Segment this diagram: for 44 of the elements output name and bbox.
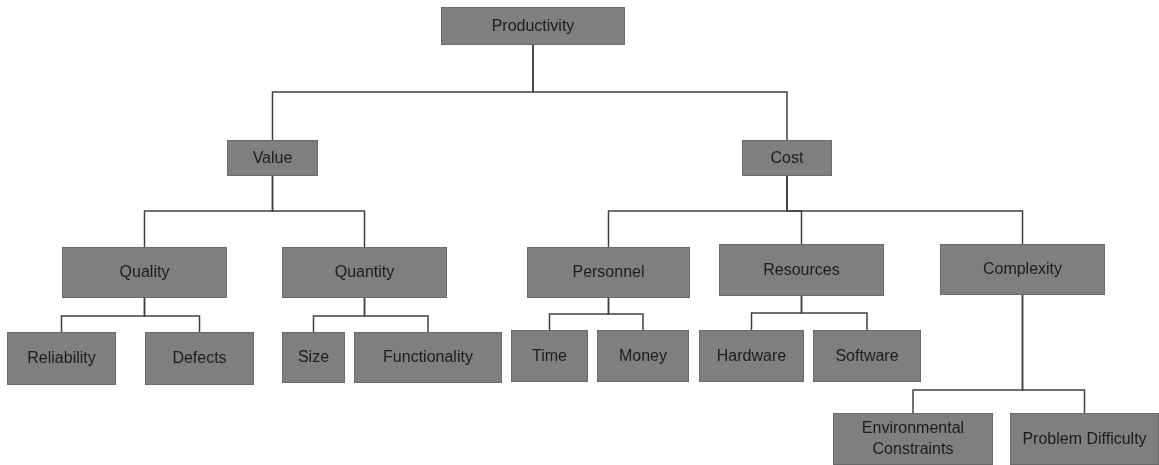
connector-line — [607, 297, 644, 331]
node-box — [699, 330, 804, 382]
node-label: Software — [835, 345, 899, 366]
node-label: Hardware — [716, 345, 787, 366]
node-label: Time — [532, 345, 567, 366]
node-box — [282, 247, 447, 298]
node-label: Productivity — [491, 15, 575, 36]
node-box — [940, 244, 1105, 295]
node-box — [227, 140, 318, 176]
connector-line — [1021, 294, 1086, 414]
node-label: Functionality — [383, 347, 473, 368]
node-label: Money — [619, 345, 667, 366]
node-label: Quantity — [334, 262, 395, 283]
connector-line — [271, 175, 366, 248]
node-box — [813, 330, 921, 382]
node-label: Size — [297, 347, 330, 368]
node-box — [1010, 413, 1159, 465]
node-label: Environmental Constraints — [860, 418, 966, 459]
node-box — [527, 247, 690, 298]
node-label: Problem Difficulty — [1022, 428, 1147, 449]
connector-line — [363, 297, 429, 333]
node-box — [833, 413, 993, 465]
node-box — [742, 140, 832, 176]
node-box — [282, 332, 345, 383]
node-label: Resources — [763, 259, 840, 280]
connector-line — [800, 295, 868, 331]
node-box — [145, 332, 254, 385]
node-label: Defects — [172, 348, 227, 369]
node-box — [7, 332, 116, 385]
node-box — [597, 330, 689, 382]
node-box — [62, 247, 227, 298]
connector-line — [786, 175, 1024, 245]
node-box — [719, 244, 884, 296]
node-label: Personnel — [572, 262, 645, 283]
node-label: Reliability — [27, 348, 96, 369]
node-label: Cost — [770, 147, 804, 168]
node-box — [354, 332, 502, 383]
connector-line — [532, 44, 788, 141]
node-label: Value — [252, 147, 293, 168]
node-label: Complexity — [982, 259, 1063, 280]
node-box — [511, 330, 588, 382]
node-label: Quality — [119, 262, 170, 283]
node-box — [441, 7, 625, 45]
connector-line — [143, 297, 201, 333]
